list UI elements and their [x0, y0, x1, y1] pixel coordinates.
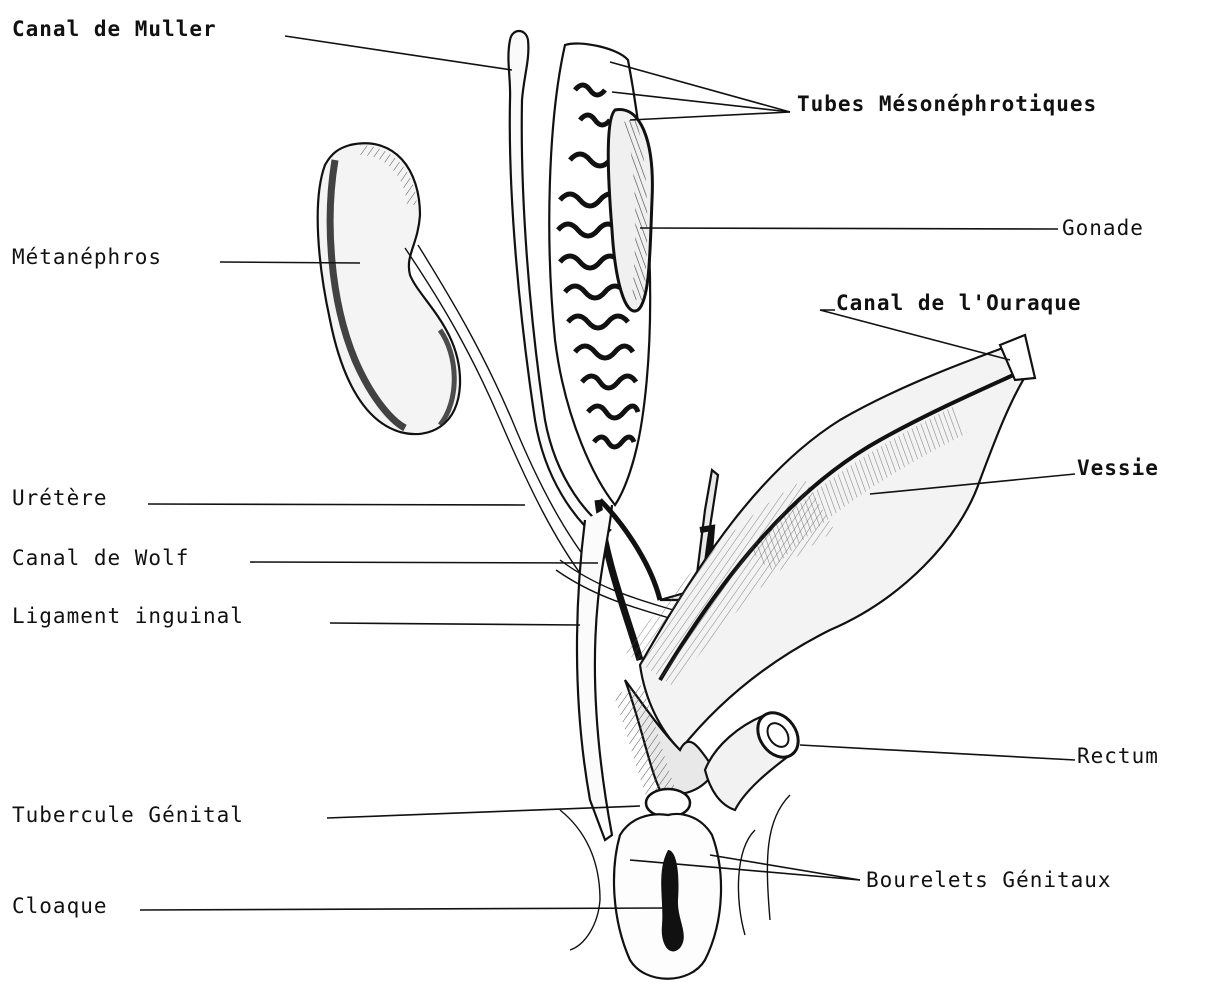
label-ligament-inguinal: Ligament inguinal — [12, 604, 244, 628]
label-bourelets-genitaux: Bourelets Génitaux — [866, 868, 1112, 892]
label-canal-ouraque: Canal de l'Ouraque — [836, 291, 1082, 315]
label-cloaque: Cloaque — [12, 894, 108, 918]
label-metanephros: Métanéphros — [12, 245, 162, 269]
label-rectum: Rectum — [1077, 744, 1159, 768]
label-tubes-mesonephrotiques: Tubes Mésonéphrotiques — [797, 92, 1097, 116]
metanephros-organ — [318, 143, 460, 434]
label-canal-wolf: Canal de Wolf — [12, 546, 189, 570]
label-gonade: Gonade — [1062, 216, 1144, 240]
mesonephros-organ — [549, 43, 652, 505]
label-uretere: Urétère — [12, 486, 108, 510]
vessie-organ — [640, 335, 1035, 750]
label-tubercule-genital: Tubercule Génital — [12, 803, 244, 827]
label-canal-muller: Canal de Muller — [12, 17, 217, 41]
label-vessie: Vessie — [1077, 456, 1159, 480]
